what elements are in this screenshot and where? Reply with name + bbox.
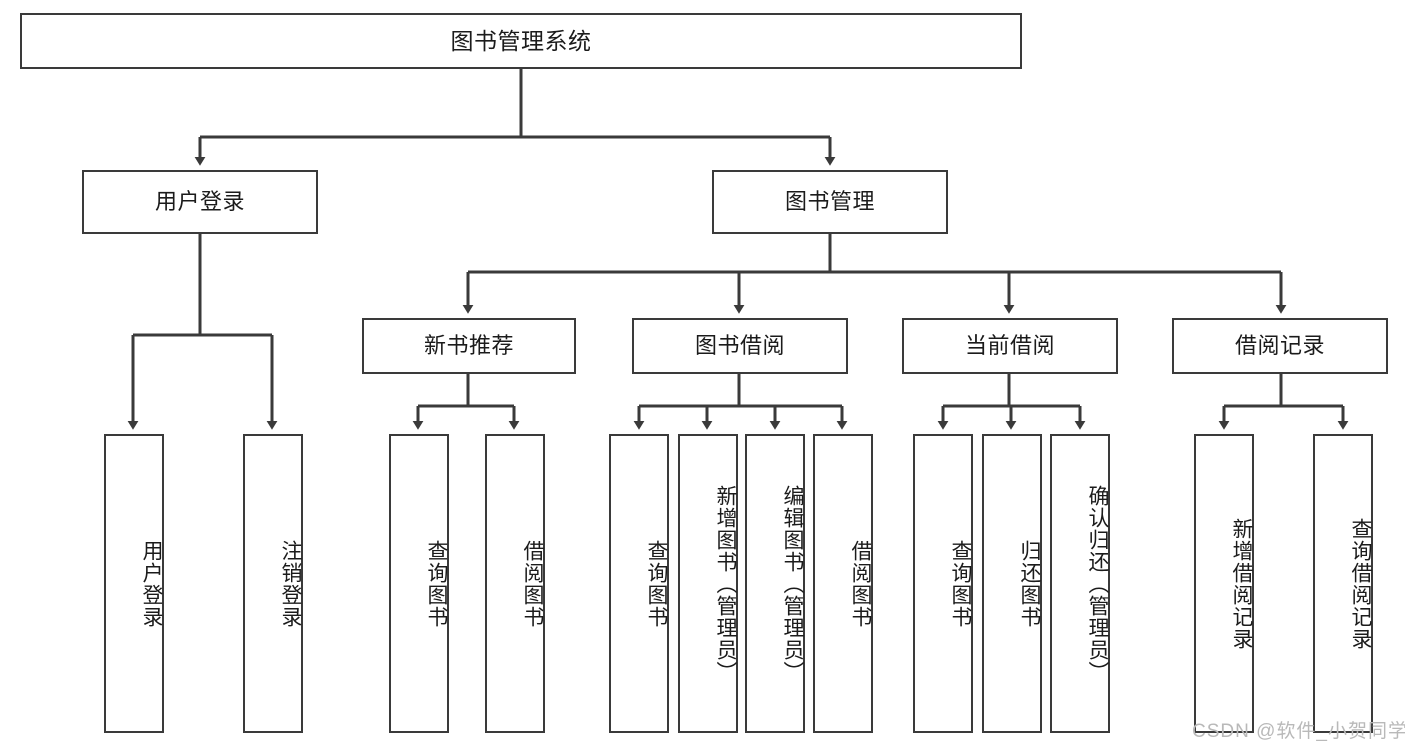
node-current-borrow[interactable]: 当前借阅 <box>902 318 1118 374</box>
node-leaf-borrow-book-1-label: 借阅图书 <box>521 539 544 628</box>
node-borrow-record-label: 借阅记录 <box>1234 333 1325 359</box>
node-leaf-query-borrow-record[interactable]: 查询借阅记录 <box>1313 434 1373 733</box>
node-leaf-return-book[interactable]: 归还图书 <box>982 434 1042 733</box>
node-root[interactable]: 图书管理系统 <box>20 13 1022 69</box>
node-leaf-add-book-admin[interactable]: 新增图书（管理员） <box>678 434 738 733</box>
node-book-borrow-label: 图书借阅 <box>694 333 785 359</box>
node-leaf-confirm-return-admin-label: 确认归还（管理员） <box>1086 484 1109 683</box>
node-leaf-query-borrow-record-label: 查询借阅记录 <box>1349 517 1372 650</box>
node-leaf-add-borrow-record[interactable]: 新增借阅记录 <box>1194 434 1254 733</box>
node-leaf-add-borrow-record-label: 新增借阅记录 <box>1230 517 1253 650</box>
node-new-book-recommend[interactable]: 新书推荐 <box>362 318 576 374</box>
node-new-book-recommend-label: 新书推荐 <box>423 333 514 359</box>
node-leaf-query-book-3[interactable]: 查询图书 <box>913 434 973 733</box>
node-leaf-borrow-book-1[interactable]: 借阅图书 <box>485 434 545 733</box>
node-leaf-query-book-1-label: 查询图书 <box>425 539 448 628</box>
node-leaf-user-login-label: 用户登录 <box>140 539 163 628</box>
node-leaf-logout-login-label: 注销登录 <box>279 539 302 628</box>
node-borrow-record[interactable]: 借阅记录 <box>1172 318 1388 374</box>
node-user-login[interactable]: 用户登录 <box>82 170 318 234</box>
node-leaf-return-book-label: 归还图书 <box>1018 539 1041 628</box>
node-leaf-query-book-2-label: 查询图书 <box>645 539 668 628</box>
csdn-watermark: CSDN @软件_小贺同学 <box>1192 721 1405 742</box>
node-book-borrow[interactable]: 图书借阅 <box>632 318 848 374</box>
node-leaf-query-book-1[interactable]: 查询图书 <box>389 434 449 733</box>
node-book-manage[interactable]: 图书管理 <box>712 170 948 234</box>
node-leaf-query-book-3-label: 查询图书 <box>949 539 972 628</box>
node-leaf-edit-book-admin-label: 编辑图书（管理员） <box>781 484 804 683</box>
node-current-borrow-label: 当前借阅 <box>964 333 1055 359</box>
node-leaf-confirm-return-admin[interactable]: 确认归还（管理员） <box>1050 434 1110 733</box>
node-leaf-edit-book-admin[interactable]: 编辑图书（管理员） <box>745 434 805 733</box>
node-user-login-label: 用户登录 <box>154 189 245 215</box>
node-leaf-borrow-book-2[interactable]: 借阅图书 <box>813 434 873 733</box>
node-leaf-borrow-book-2-label: 借阅图书 <box>849 539 872 628</box>
node-leaf-logout-login[interactable]: 注销登录 <box>243 434 303 733</box>
node-root-label: 图书管理系统 <box>450 27 592 54</box>
node-leaf-query-book-2[interactable]: 查询图书 <box>609 434 669 733</box>
node-leaf-user-login[interactable]: 用户登录 <box>104 434 164 733</box>
node-book-manage-label: 图书管理 <box>784 189 875 215</box>
node-leaf-add-book-admin-label: 新增图书（管理员） <box>714 484 737 683</box>
